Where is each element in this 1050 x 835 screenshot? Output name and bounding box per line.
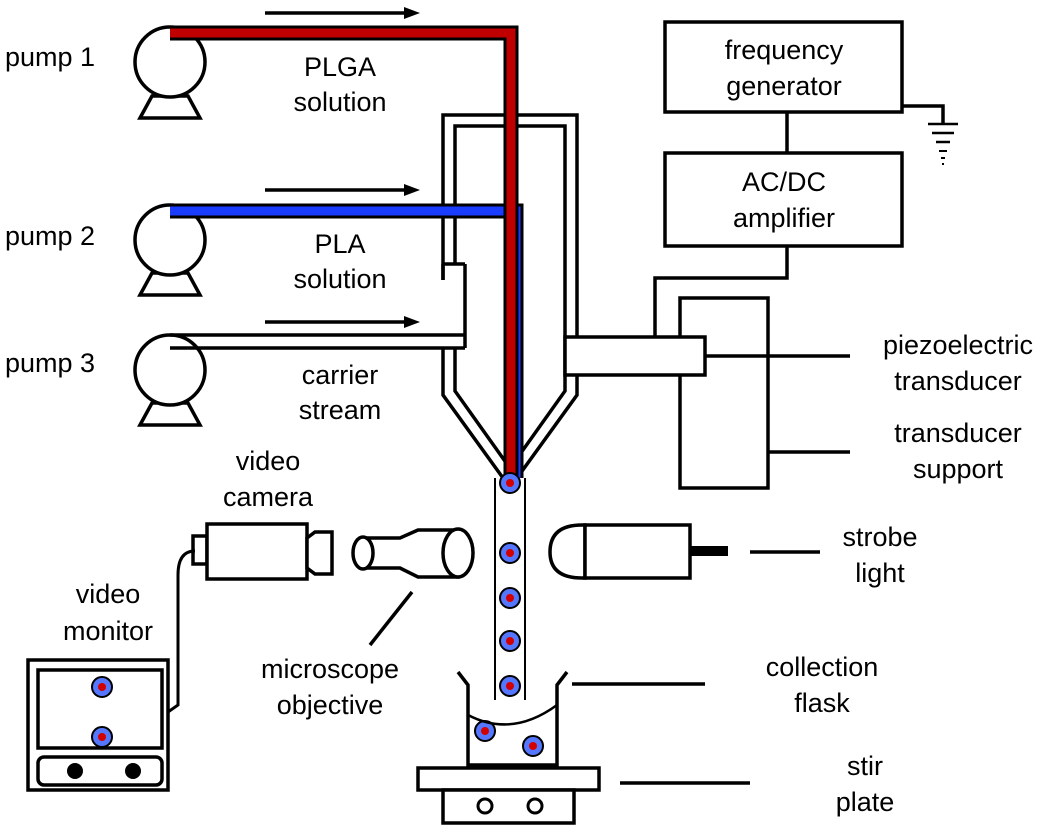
carrier-label-line1: carrier [302, 360, 379, 390]
transducer-support-icon [678, 296, 770, 490]
plga-label-line2: solution [293, 87, 386, 117]
droplet-icon [91, 676, 113, 698]
strobe-lamp-icon [548, 523, 728, 580]
monitor-label-line2: monitor [63, 616, 153, 646]
piezo-label-line2: transducer [894, 366, 1022, 396]
droplets [474, 472, 544, 757]
pump-1-icon [133, 25, 207, 120]
monitor-icon [26, 658, 170, 792]
flow-arrow-icon [265, 316, 420, 328]
droplet-icon [499, 630, 521, 652]
pump-1-label: pump 1 [5, 42, 95, 72]
camera-label-line2: camera [223, 482, 314, 512]
flask-label-line2: flask [794, 688, 850, 718]
microscope-objective-icon [351, 527, 475, 579]
stir-label-line1: stir [847, 751, 883, 781]
amplifier-label-line2: amplifier [733, 203, 835, 233]
objective-label-line2: objective [277, 690, 384, 720]
nozzle-housing [441, 113, 579, 480]
plga-label-line1: PLGA [304, 52, 376, 82]
frequency-generator-label-line1: frequency [725, 35, 844, 65]
droplet-icon [499, 587, 521, 609]
flow-arrow-icon [265, 184, 420, 196]
pump-2-icon [133, 203, 207, 297]
droplet-icon [499, 472, 521, 494]
droplet-icon [91, 726, 113, 748]
frequency-generator-box [663, 20, 904, 114]
amplifier-box [663, 151, 904, 248]
camera-icon [191, 522, 334, 581]
carrier-stream-tube [170, 333, 465, 350]
droplet-icon [499, 675, 521, 697]
carrier-label-line2: stream [299, 395, 382, 425]
stir-label-line2: plate [836, 787, 895, 817]
monitor-label-line1: video [76, 579, 141, 609]
camera-label-line1: video [236, 446, 301, 476]
amplifier-transducer-wire [653, 246, 789, 337]
piezo-label-line1: piezoelectric [883, 330, 1033, 360]
objective-label-line1: microscope [261, 654, 399, 684]
pla-label-line1: PLA [314, 229, 365, 259]
camera-cable [167, 549, 196, 714]
flask-label-line1: collection [766, 652, 879, 682]
ground-icon [902, 104, 958, 165]
pump-3-label: pump 3 [5, 348, 95, 378]
pla-label-line2: solution [293, 264, 386, 294]
support-label-line2: support [913, 454, 1004, 484]
pump-2-label: pump 2 [5, 221, 95, 251]
flow-arrow-icon [265, 7, 420, 19]
amplifier-label-line1: AC/DC [742, 167, 826, 197]
strobe-label-line2: light [855, 558, 905, 588]
droplet-icon [499, 542, 521, 564]
strobe-label-line1: strobe [842, 522, 917, 552]
objective-leader-line [368, 590, 414, 647]
flask-icon [456, 670, 569, 767]
support-label-line1: transducer [894, 418, 1022, 448]
frequency-generator-label-line2: generator [726, 71, 842, 101]
droplet-column [494, 478, 526, 700]
plga-solution-tube [170, 25, 519, 478]
droplet-icon [522, 735, 544, 757]
piezoelectric-rod [563, 335, 707, 377]
stir-plate-icon [416, 766, 601, 825]
